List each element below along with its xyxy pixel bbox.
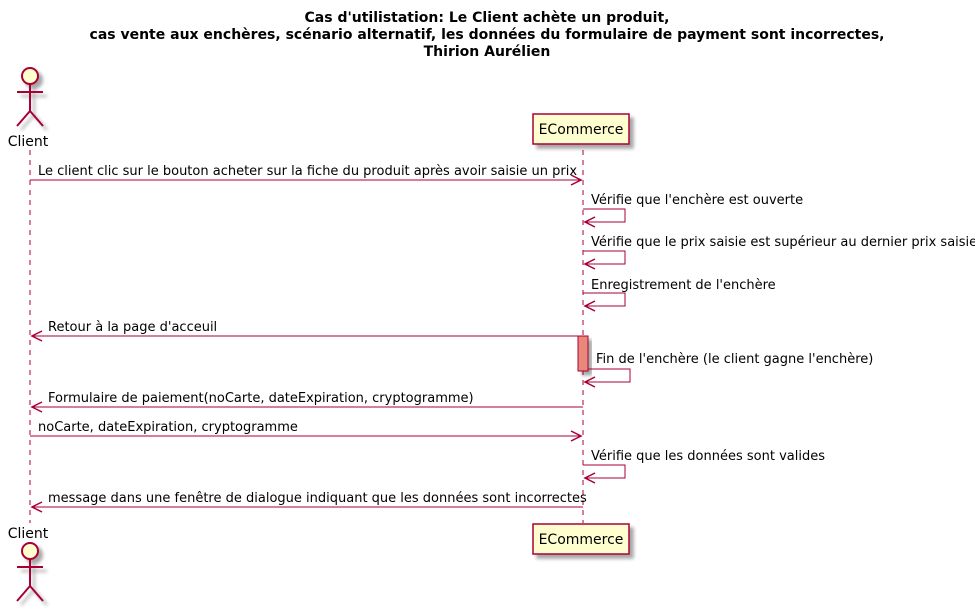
title-line-3: Thirion Aurélien [424, 44, 551, 60]
ecommerce-label-top: ECommerce [539, 122, 624, 138]
message-label: Fin de l'enchère (le client gagne l'ench… [596, 352, 873, 367]
arrowhead [583, 258, 596, 270]
diagram-title: Cas d'utilistation: Le Client achète un … [90, 10, 885, 60]
message-5: Retour à la page d'acceuil [30, 320, 578, 342]
message-label: Vérifie que le prix saisie est supérieur… [591, 235, 975, 250]
message-label: Retour à la page d'acceuil [48, 320, 217, 335]
actor-icon [16, 542, 44, 602]
participant-box [532, 523, 630, 555]
message-8: noCarte, dateExpiration, cryptogramme [30, 420, 583, 442]
arrowhead [30, 330, 43, 342]
arrowhead [570, 430, 583, 442]
ecommerce-participant-bottom: ECommerce [532, 523, 630, 555]
client-actor-top: Client [8, 67, 49, 150]
arrowhead [583, 472, 596, 484]
arrowhead [30, 401, 43, 413]
title-line-2: cas vente aux enchères, scénario alterna… [90, 27, 885, 43]
message-label: noCarte, dateExpiration, cryptogramme [38, 420, 298, 435]
message-3: Vérifie que le prix saisie est supérieur… [583, 235, 975, 270]
ecommerce-participant-top: ECommerce [532, 113, 630, 145]
activation-bar [577, 335, 589, 372]
client-label-bottom: Client [8, 526, 49, 542]
self-message-line [583, 464, 626, 479]
message-2: Vérifie que l'enchère est ouverte [583, 193, 803, 228]
arrowhead [583, 300, 596, 312]
arrowhead [583, 376, 596, 388]
client-label-top: Client [8, 134, 49, 150]
client-actor-bottom: Client [8, 526, 49, 602]
ecommerce-label-bottom: ECommerce [539, 532, 624, 548]
message-label: Le client clic sur le bouton acheter sur… [38, 164, 577, 179]
message-label: Enregistrement de l'enchère [591, 278, 776, 293]
message-label: message dans une fenêtre de dialogue ind… [48, 491, 587, 506]
message-label: Formulaire de paiement(noCarte, dateExpi… [48, 391, 474, 406]
message-label: Vérifie que les données sont valides [591, 449, 825, 464]
message-10: message dans une fenêtre de dialogue ind… [30, 491, 587, 513]
arrowhead [583, 216, 596, 228]
message-label: Vérifie que l'enchère est ouverte [591, 193, 803, 208]
self-message-line [583, 292, 626, 307]
message-1: Le client clic sur le bouton acheter sur… [30, 164, 583, 186]
message-4: Enregistrement de l'enchère [583, 278, 776, 312]
message-6: Fin de l'enchère (le client gagne l'ench… [583, 352, 873, 388]
message-9: Vérifie que les données sont valides [583, 449, 825, 484]
self-message-line [585, 368, 631, 383]
participant-box [532, 113, 630, 145]
self-message-line [583, 250, 626, 265]
arrowhead [570, 174, 583, 186]
message-7: Formulaire de paiement(noCarte, dateExpi… [30, 391, 583, 413]
actor-icon [16, 67, 44, 127]
arrowhead [30, 501, 43, 513]
self-message-line [583, 208, 626, 223]
title-line-1: Cas d'utilistation: Le Client achète un … [305, 10, 670, 26]
